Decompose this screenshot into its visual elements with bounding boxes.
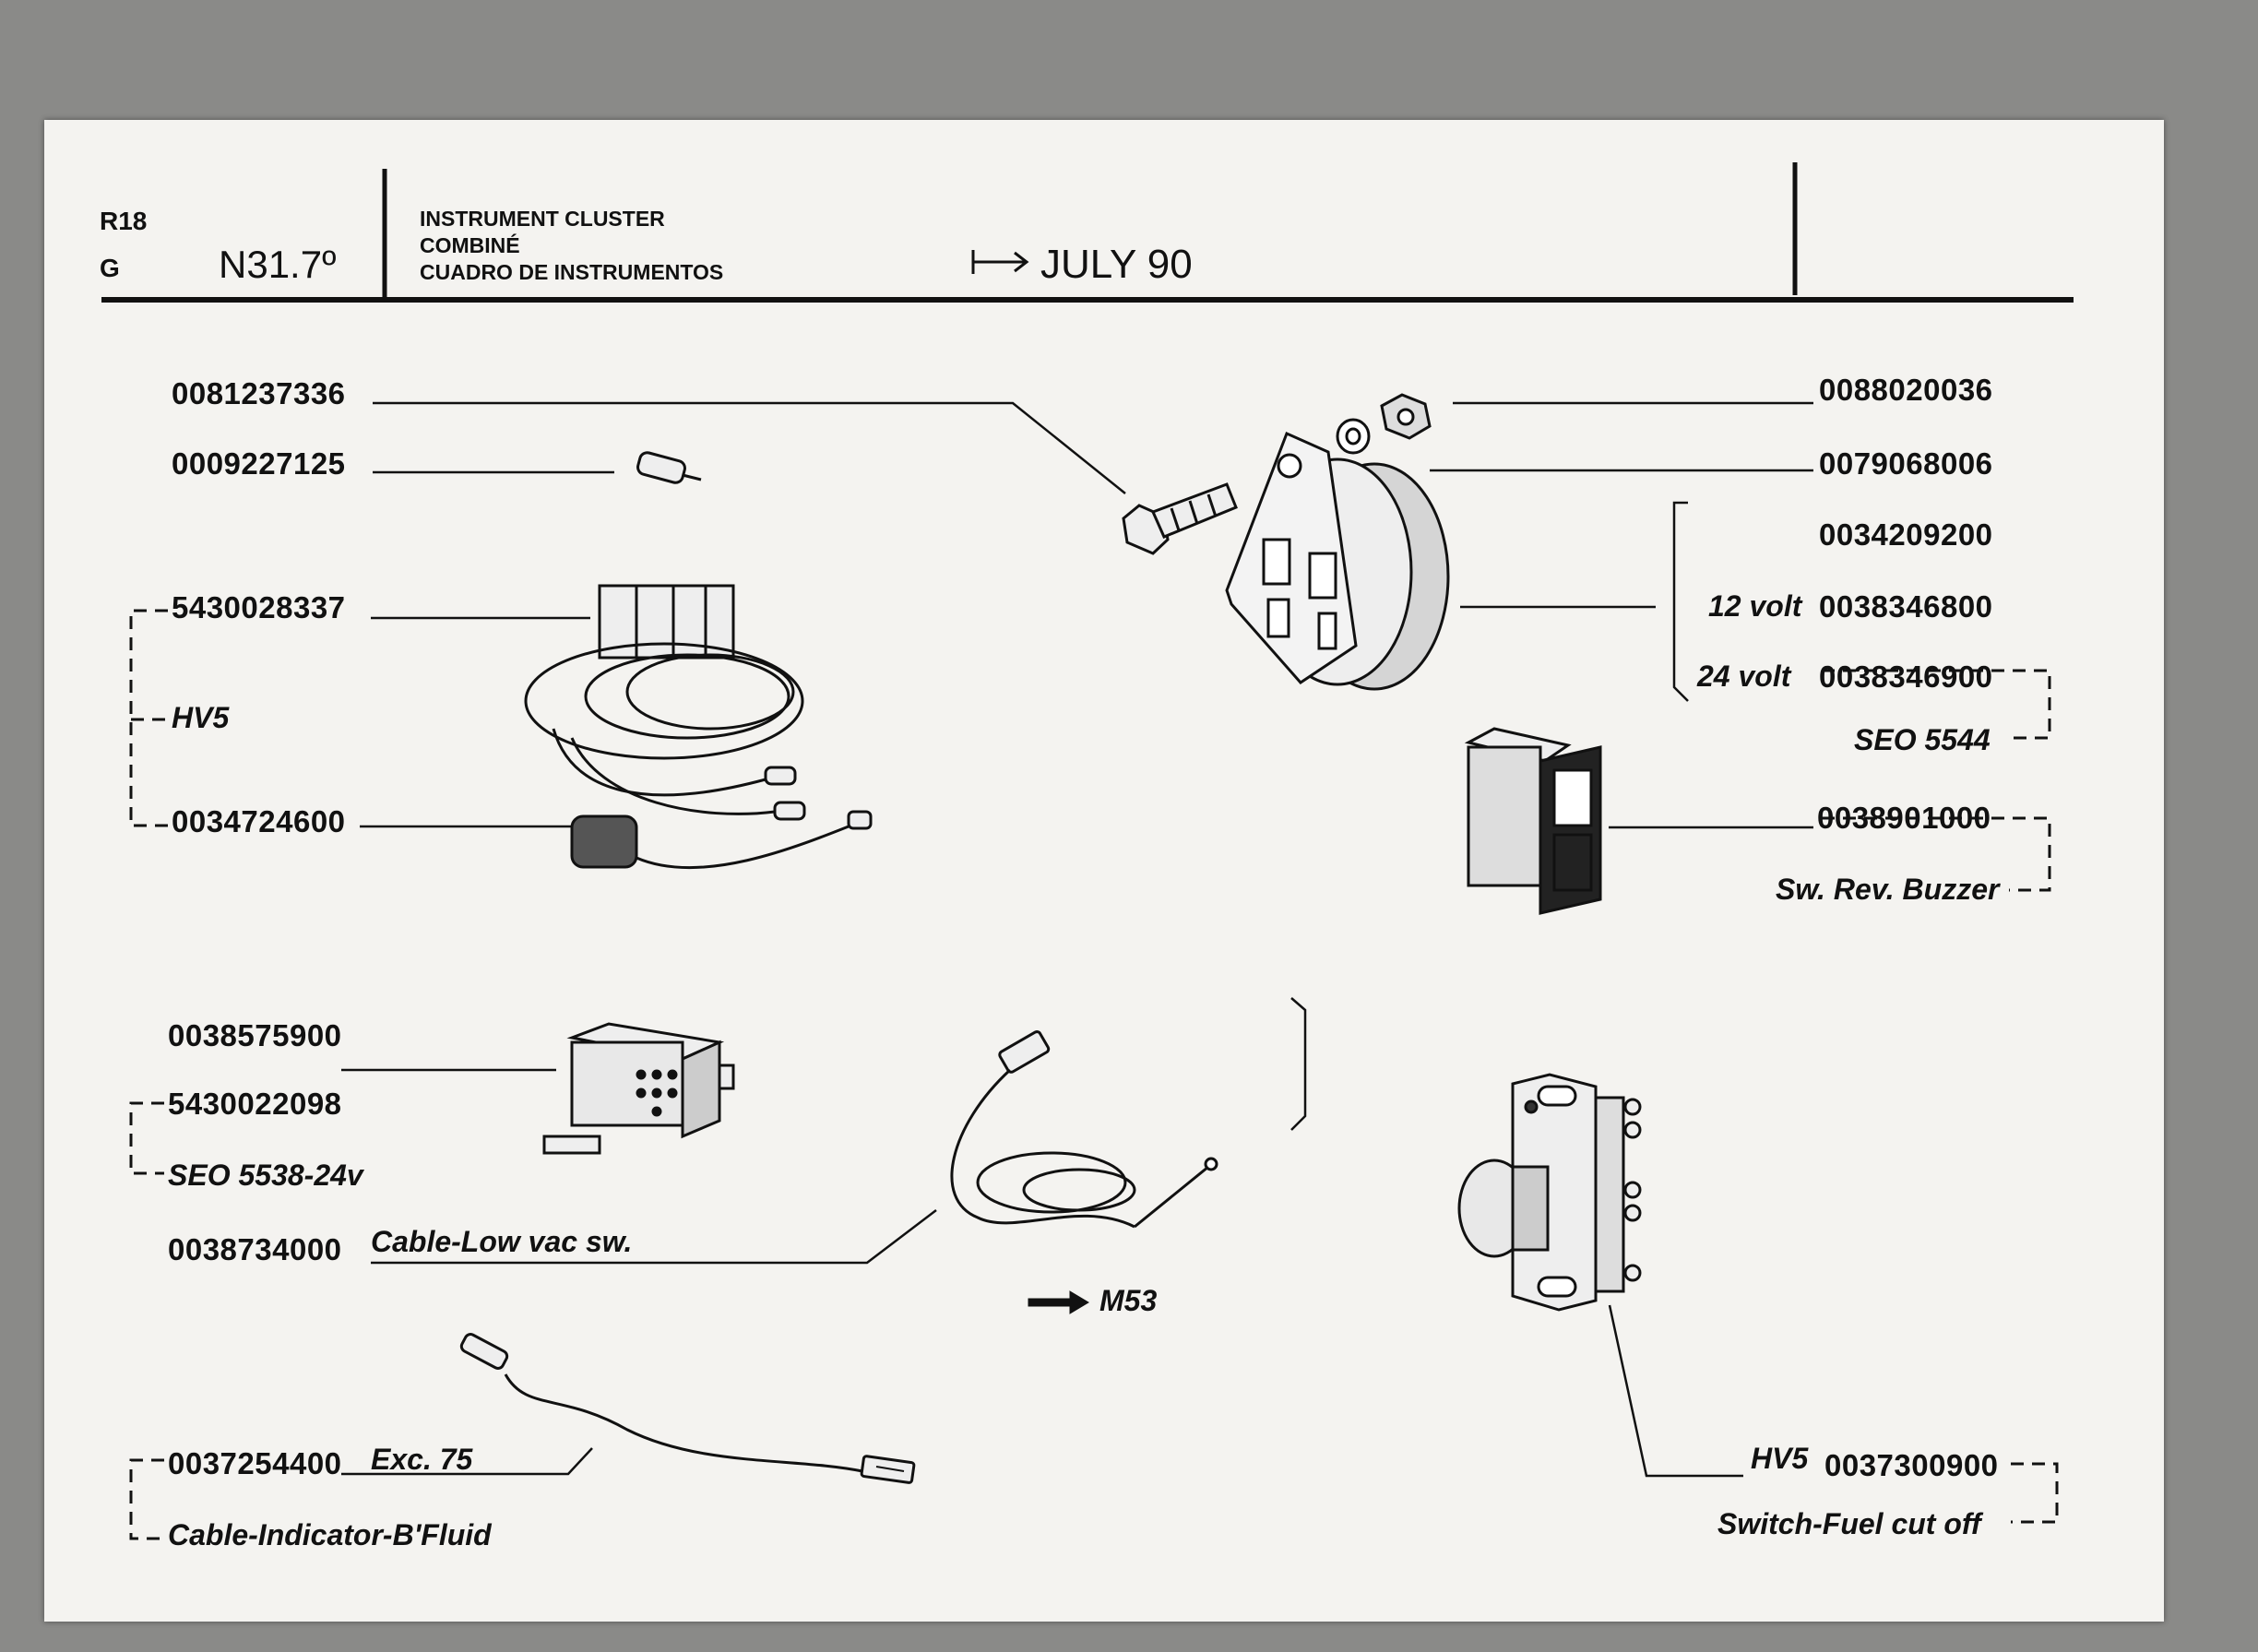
part-bulb: 0009227125 <box>172 446 346 481</box>
part-low-vac-cable: 0038734000 <box>168 1232 342 1266</box>
section-code: N31.7º <box>219 243 337 286</box>
hv5-left-label: HV5 <box>172 701 230 734</box>
leader-lines <box>341 401 1813 1478</box>
part-harness-filter: 0034724600 <box>172 804 346 838</box>
wiring-harness-icon <box>524 584 873 870</box>
relay-icon <box>542 1022 735 1155</box>
effective-date: JULY 90 <box>1040 242 1193 287</box>
part-washer: 0079068006 <box>1819 446 1993 481</box>
m53-arrow-icon <box>1028 1290 1089 1314</box>
brake-desc: Cable-Indicator-B'Fluid <box>168 1518 492 1551</box>
fuel-switch-desc: Switch-Fuel cut off <box>1717 1507 1981 1540</box>
catalog-sheet <box>44 120 2164 1622</box>
part-rocker-switch: 0038901000 <box>1817 801 1991 835</box>
seo-5544-label: SEO 5544 <box>1854 723 1991 756</box>
header-rules <box>101 162 2074 303</box>
brake-exc-label: Exc. 75 <box>371 1443 473 1476</box>
bulb-icon <box>636 451 702 484</box>
gauge-icon <box>1225 431 1450 691</box>
rocker-switch-icon <box>1464 727 1602 915</box>
part-gauge-24v: 0038346900 <box>1819 660 1993 694</box>
low-vac-desc: Cable-Low vac sw. <box>371 1225 633 1258</box>
relay-bracket <box>1290 997 1307 1131</box>
model-code: R18 <box>100 207 148 235</box>
part-relay-1: 0038575900 <box>168 1018 342 1052</box>
part-harness-connector: 5430028337 <box>172 590 346 624</box>
title-line-2: COMBINÉ <box>420 233 520 257</box>
part-gauge: 0034209200 <box>1819 517 1993 552</box>
part-nut: 0088020036 <box>1819 373 1993 407</box>
part-brake-cable: 0037254400 <box>168 1446 342 1480</box>
seo-5538-label: SEO 5538-24v <box>168 1159 363 1192</box>
cable-icon <box>950 1030 1218 1229</box>
push-switch-icon <box>1457 1073 1642 1312</box>
ref-m53: M53 <box>1099 1284 1158 1317</box>
gauge-bracket <box>1672 501 1689 702</box>
rocker-switch-desc: Sw. Rev. Buzzer <box>1776 873 2000 906</box>
brake-cable-icon <box>459 1333 916 1484</box>
dashed-brackets <box>129 609 2059 1540</box>
right-arrow-icon <box>971 250 1029 274</box>
hv5-right-label: HV5 <box>1751 1442 1809 1475</box>
title-line-3: CUADRO DE INSTRUMENTOS <box>420 260 724 284</box>
bolt-icon <box>1122 482 1238 555</box>
washer-icon <box>1336 418 1371 455</box>
part-fuel-switch: 0037300900 <box>1824 1448 1999 1482</box>
part-bolt: 0081237336 <box>172 376 346 410</box>
part-relay-2: 5430022098 <box>168 1087 342 1121</box>
gauge-12v-label: 12 volt <box>1708 589 1802 623</box>
nut-icon <box>1380 393 1432 440</box>
gauge-24v-label: 24 volt <box>1697 660 1791 693</box>
title-line-1: INSTRUMENT CLUSTER <box>420 207 665 231</box>
part-gauge-12v: 0038346800 <box>1819 589 1993 624</box>
group-code: G <box>100 254 120 282</box>
